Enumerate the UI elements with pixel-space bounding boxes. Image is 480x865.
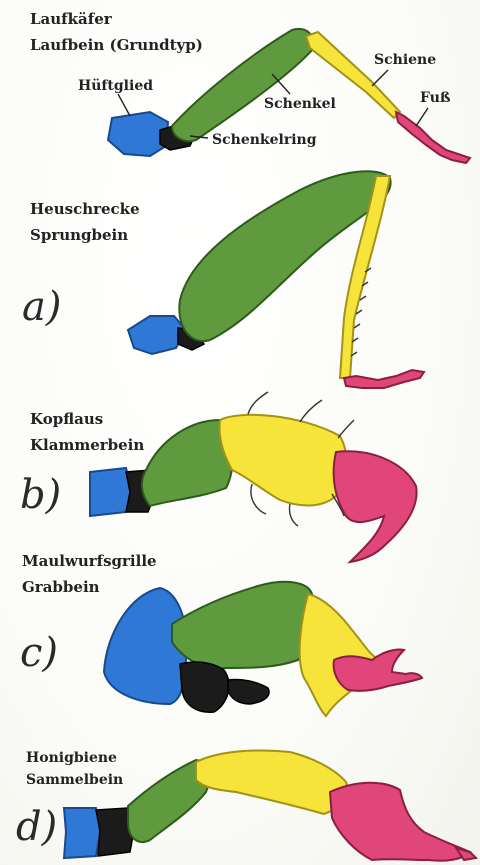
section-title-line1: Heuschrecke [30,200,140,218]
label-trochanter: Schenkelring [212,132,317,148]
section-title-line2: Sammelbein [26,772,123,788]
section-title-line2: Grabbein [22,578,100,596]
section-honigbiene: Honigbiene Sammelbein d) [16,750,476,861]
tarsus-shape [334,649,422,690]
trochanter-shape [180,662,229,712]
leader-tibia [372,70,388,86]
section-title-line1: Maulwurfsgrille [22,552,157,570]
tibia-shape [196,750,348,814]
tarsus-shape [330,783,470,861]
label-femur: Schenkel [264,96,336,112]
section-heuschrecke: Heuschrecke Sprungbein a) [22,171,424,388]
tibia-shape [220,415,347,506]
section-letter: c) [20,630,58,676]
section-letter: b) [20,472,61,518]
section-title-line2: Laufbein (Grundtyp) [30,36,203,54]
section-laufkaefer: Laufkäfer Laufbein (Grundtyp) Hüftglied … [30,10,470,163]
leader-tarsus [416,108,428,126]
section-title-line2: Sprungbein [30,226,128,244]
section-title-line2: Klammerbein [30,436,144,454]
section-letter: d) [16,804,57,850]
leader-coxa [118,94,130,116]
section-kopflaus: Kopflaus Klammerbein b) [20,392,417,562]
femur-shape [172,582,315,668]
coxa-shape [108,112,168,156]
coxa-shape [90,468,132,516]
tarsus-shape [344,370,424,388]
tarsus-shape [334,451,417,562]
section-title-line1: Kopflaus [30,410,103,428]
section-maulwurfsgrille: Maulwurfsgrille Grabbein c) [20,552,422,716]
section-title-line1: Honigbiene [26,750,117,766]
coxa-shape [64,808,100,858]
tarsus-shape [396,112,470,163]
trochanter-lobe [228,679,269,704]
tibia-shape [300,594,380,716]
label-coxa: Hüftglied [78,78,153,94]
label-tarsus: Fuß [420,90,451,106]
section-title-line1: Laufkäfer [30,10,113,28]
section-letter: a) [22,284,61,330]
label-tibia: Schiene [374,52,436,68]
